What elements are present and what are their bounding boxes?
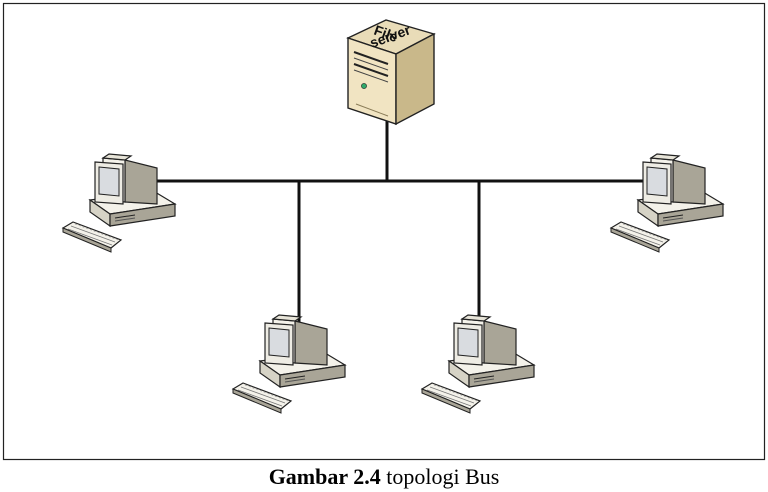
bus-cable: [148, 120, 645, 330]
file-server-icon: File server: [346, 19, 436, 126]
svg-text:File: File: [372, 22, 400, 45]
caption-text: topologi Bus: [380, 464, 500, 489]
power-led: [361, 83, 367, 89]
caption-figure-number: Gambar 2.4: [268, 464, 381, 489]
server-label-line1: File: [372, 22, 400, 45]
figure-caption: Gambar 2.4 topologi Bus: [0, 463, 768, 491]
